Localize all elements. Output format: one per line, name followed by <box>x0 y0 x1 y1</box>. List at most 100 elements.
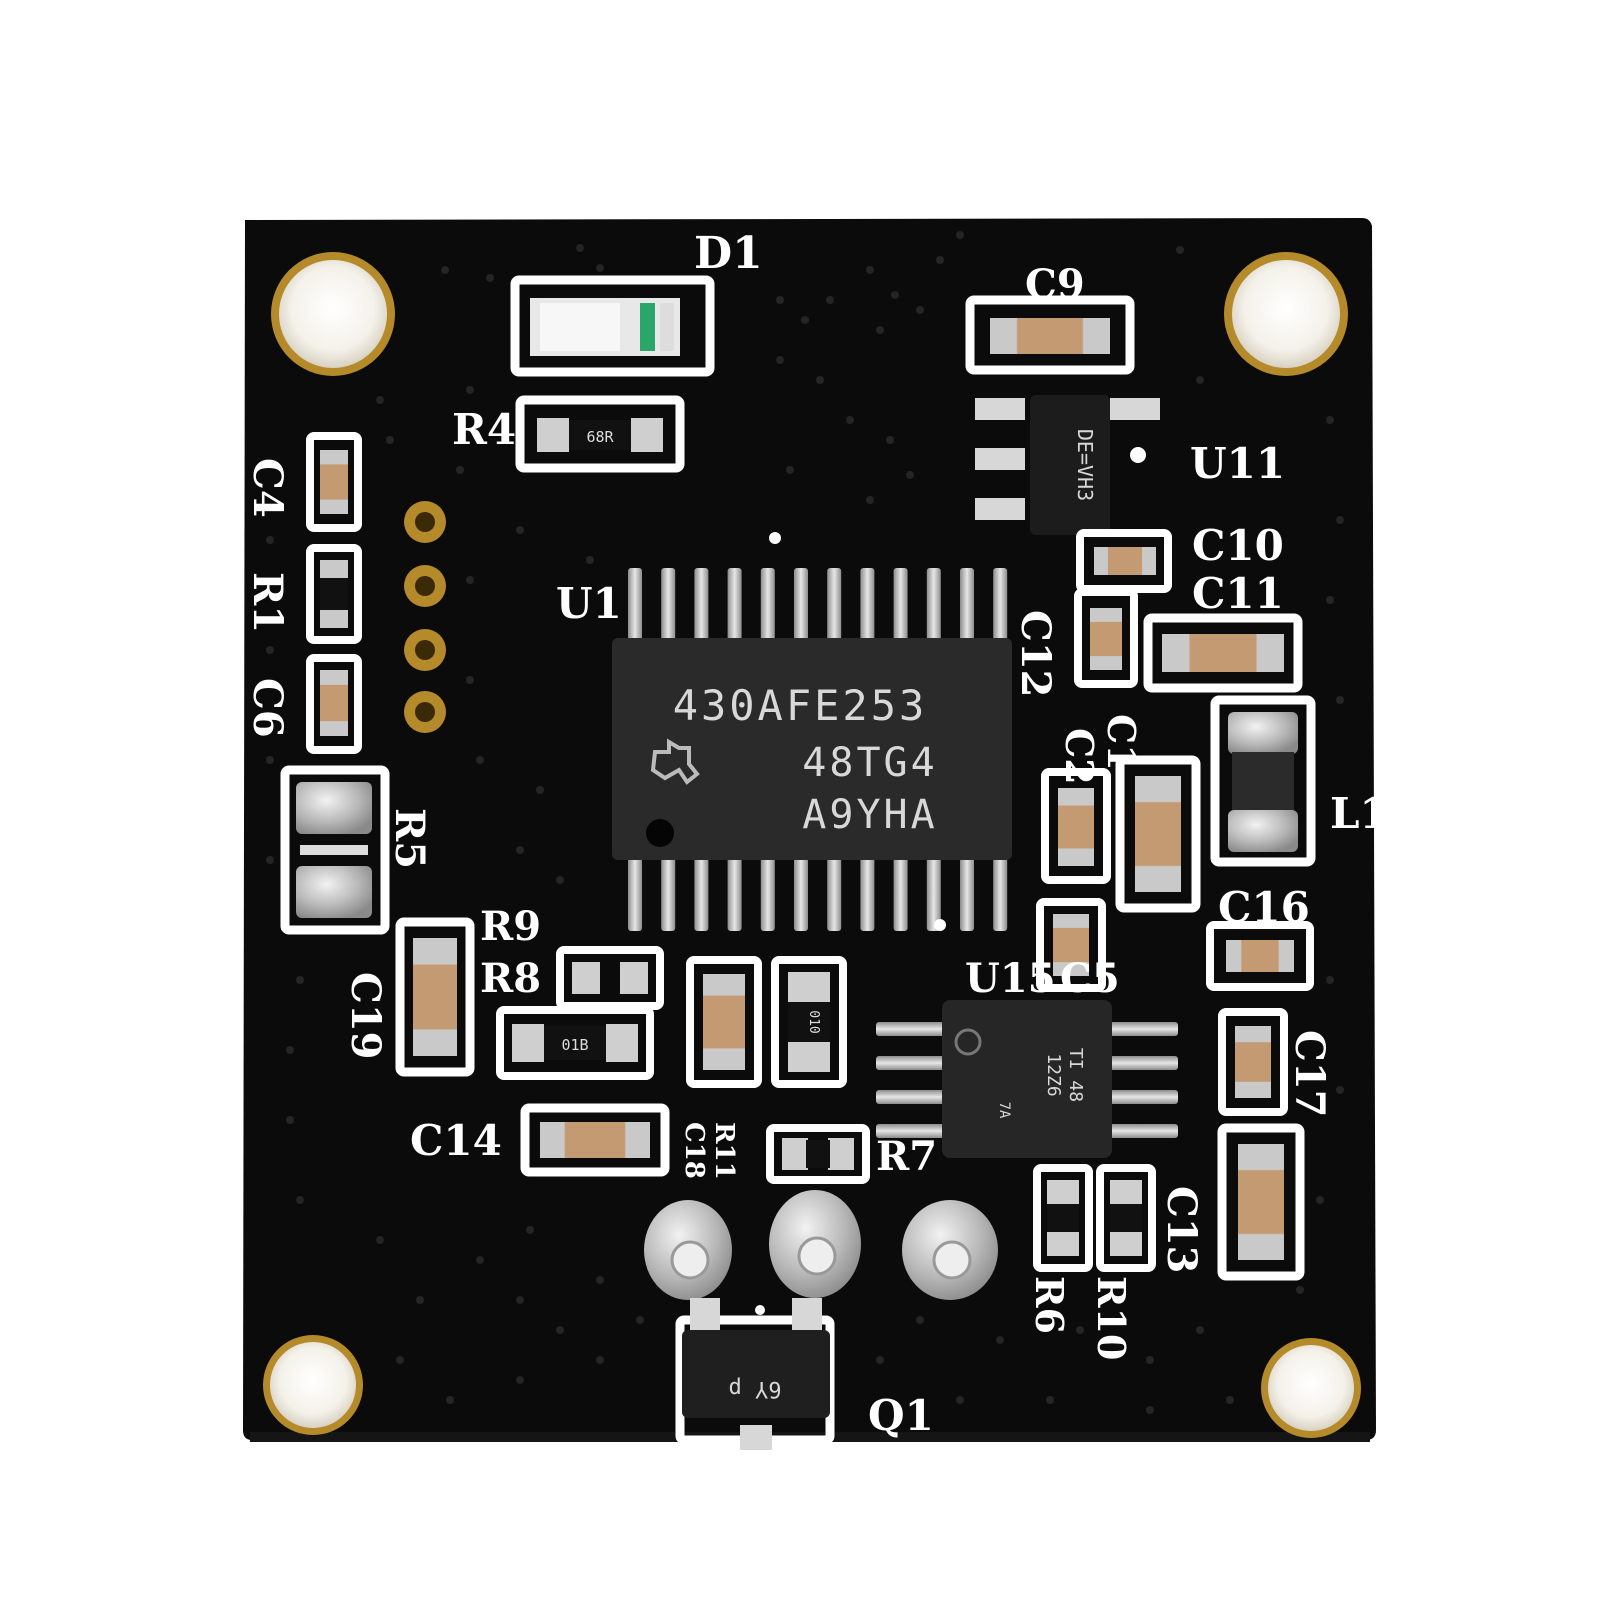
capacitor-c11 <box>1143 613 1303 693</box>
via <box>1176 246 1184 254</box>
via <box>1046 1396 1054 1404</box>
via <box>916 1316 924 1324</box>
via <box>266 646 274 654</box>
chip-pin <box>661 568 676 644</box>
chip-pin <box>794 855 808 931</box>
chip-pin <box>1106 1022 1178 1036</box>
capacitor-c6 <box>306 654 362 754</box>
capacitor-c9 <box>965 295 1135 375</box>
via <box>1326 976 1334 984</box>
mounting-hole-top-right <box>1224 252 1348 376</box>
via <box>956 1396 964 1404</box>
via <box>286 1046 294 1054</box>
chip-pin <box>694 855 709 931</box>
via <box>286 1116 294 1124</box>
via <box>866 266 874 274</box>
via <box>386 436 394 444</box>
via <box>636 1316 644 1324</box>
label-l1: L1 <box>1330 789 1389 838</box>
label-r4: R4 <box>452 405 516 454</box>
label-c10: C10 <box>1192 521 1284 570</box>
label-u1: U1 <box>556 579 622 628</box>
via-pattern <box>266 231 1344 1414</box>
solder-joint-2 <box>769 1190 861 1298</box>
mounting-hole-bottom-left <box>263 1335 363 1435</box>
via <box>891 291 899 299</box>
via <box>906 471 914 479</box>
capacitor-c14 <box>520 1103 670 1177</box>
label-q1: Q1 <box>868 1391 934 1440</box>
u15-marking-line1: TI 48 <box>1065 1048 1086 1102</box>
via <box>876 1356 884 1364</box>
chip-pin <box>760 855 775 931</box>
via <box>586 556 594 564</box>
label-r1: R1 <box>244 572 291 633</box>
label-u15: U15 <box>965 955 1056 1002</box>
chip-pin <box>893 568 908 644</box>
via <box>1146 1406 1154 1414</box>
via <box>416 1296 424 1304</box>
u15-marking-line3: 7A <box>996 1102 1012 1119</box>
capacitor-c17 <box>1218 1008 1288 1116</box>
via <box>556 1326 564 1334</box>
label-c12: C12 <box>1012 610 1059 698</box>
r4-marking: 68R <box>586 428 614 446</box>
chip-pin <box>876 1056 948 1070</box>
label-c19: C19 <box>342 972 389 1060</box>
resistor-r11: 010 <box>771 956 847 1088</box>
chip-pin <box>727 855 742 931</box>
header-pins <box>404 501 446 733</box>
via <box>466 576 474 584</box>
capacitor-c12 <box>1074 588 1138 688</box>
solder-joint-3 <box>902 1200 998 1300</box>
chip-marking-line2: 48TG4 <box>802 740 937 786</box>
q1-marking: 6Y p <box>729 1376 782 1401</box>
ti-logo-icon <box>650 738 700 785</box>
chip-pin <box>876 1022 948 1036</box>
via <box>516 1376 524 1384</box>
chip-pin <box>926 568 941 644</box>
label-r8: R8 <box>480 955 541 1002</box>
via <box>266 536 274 544</box>
via <box>596 1356 604 1364</box>
label-r5: R5 <box>386 808 433 869</box>
chip-pin <box>993 855 1008 931</box>
via <box>776 296 784 304</box>
led-d1 <box>510 275 715 377</box>
chip-pin <box>876 1124 948 1138</box>
via <box>556 876 564 884</box>
via <box>296 976 304 984</box>
chip-marking-line1: 430AFE253 <box>673 681 928 730</box>
via <box>1196 1326 1204 1334</box>
capacitor-c19 <box>395 917 475 1077</box>
chip-pin <box>860 855 875 931</box>
via <box>516 526 524 534</box>
chip-pin <box>1106 1124 1178 1138</box>
label-c13: C13 <box>1158 1186 1205 1274</box>
resistor-r7 <box>766 1124 870 1184</box>
via <box>456 466 464 474</box>
chip-pin <box>960 855 974 931</box>
via <box>376 396 384 404</box>
via <box>266 856 274 864</box>
label-d1: D1 <box>694 228 763 279</box>
capacitor-c16 <box>1206 921 1314 991</box>
mounting-hole-bottom-right <box>1261 1338 1361 1438</box>
via <box>476 1256 484 1264</box>
label-r6: R6 <box>1027 1276 1072 1334</box>
label-r7: R7 <box>876 1133 937 1180</box>
chip-pin <box>960 568 974 644</box>
label-c5: C5 <box>1060 955 1120 1002</box>
u15-marking-line2: 12Z6 <box>1043 1053 1064 1096</box>
label-u11: U11 <box>1190 439 1285 488</box>
resistor-r10 <box>1096 1164 1156 1272</box>
capacitor-c4 <box>306 432 362 532</box>
inductor-l1 <box>1210 695 1316 867</box>
label-c6: C6 <box>244 678 291 738</box>
via <box>1226 1396 1234 1404</box>
chip-u11: DE=VH3 <box>975 395 1160 535</box>
via <box>266 756 274 764</box>
label-r10: R10 <box>1089 1276 1134 1360</box>
via <box>1196 376 1204 384</box>
resistor-r5 <box>280 765 390 935</box>
